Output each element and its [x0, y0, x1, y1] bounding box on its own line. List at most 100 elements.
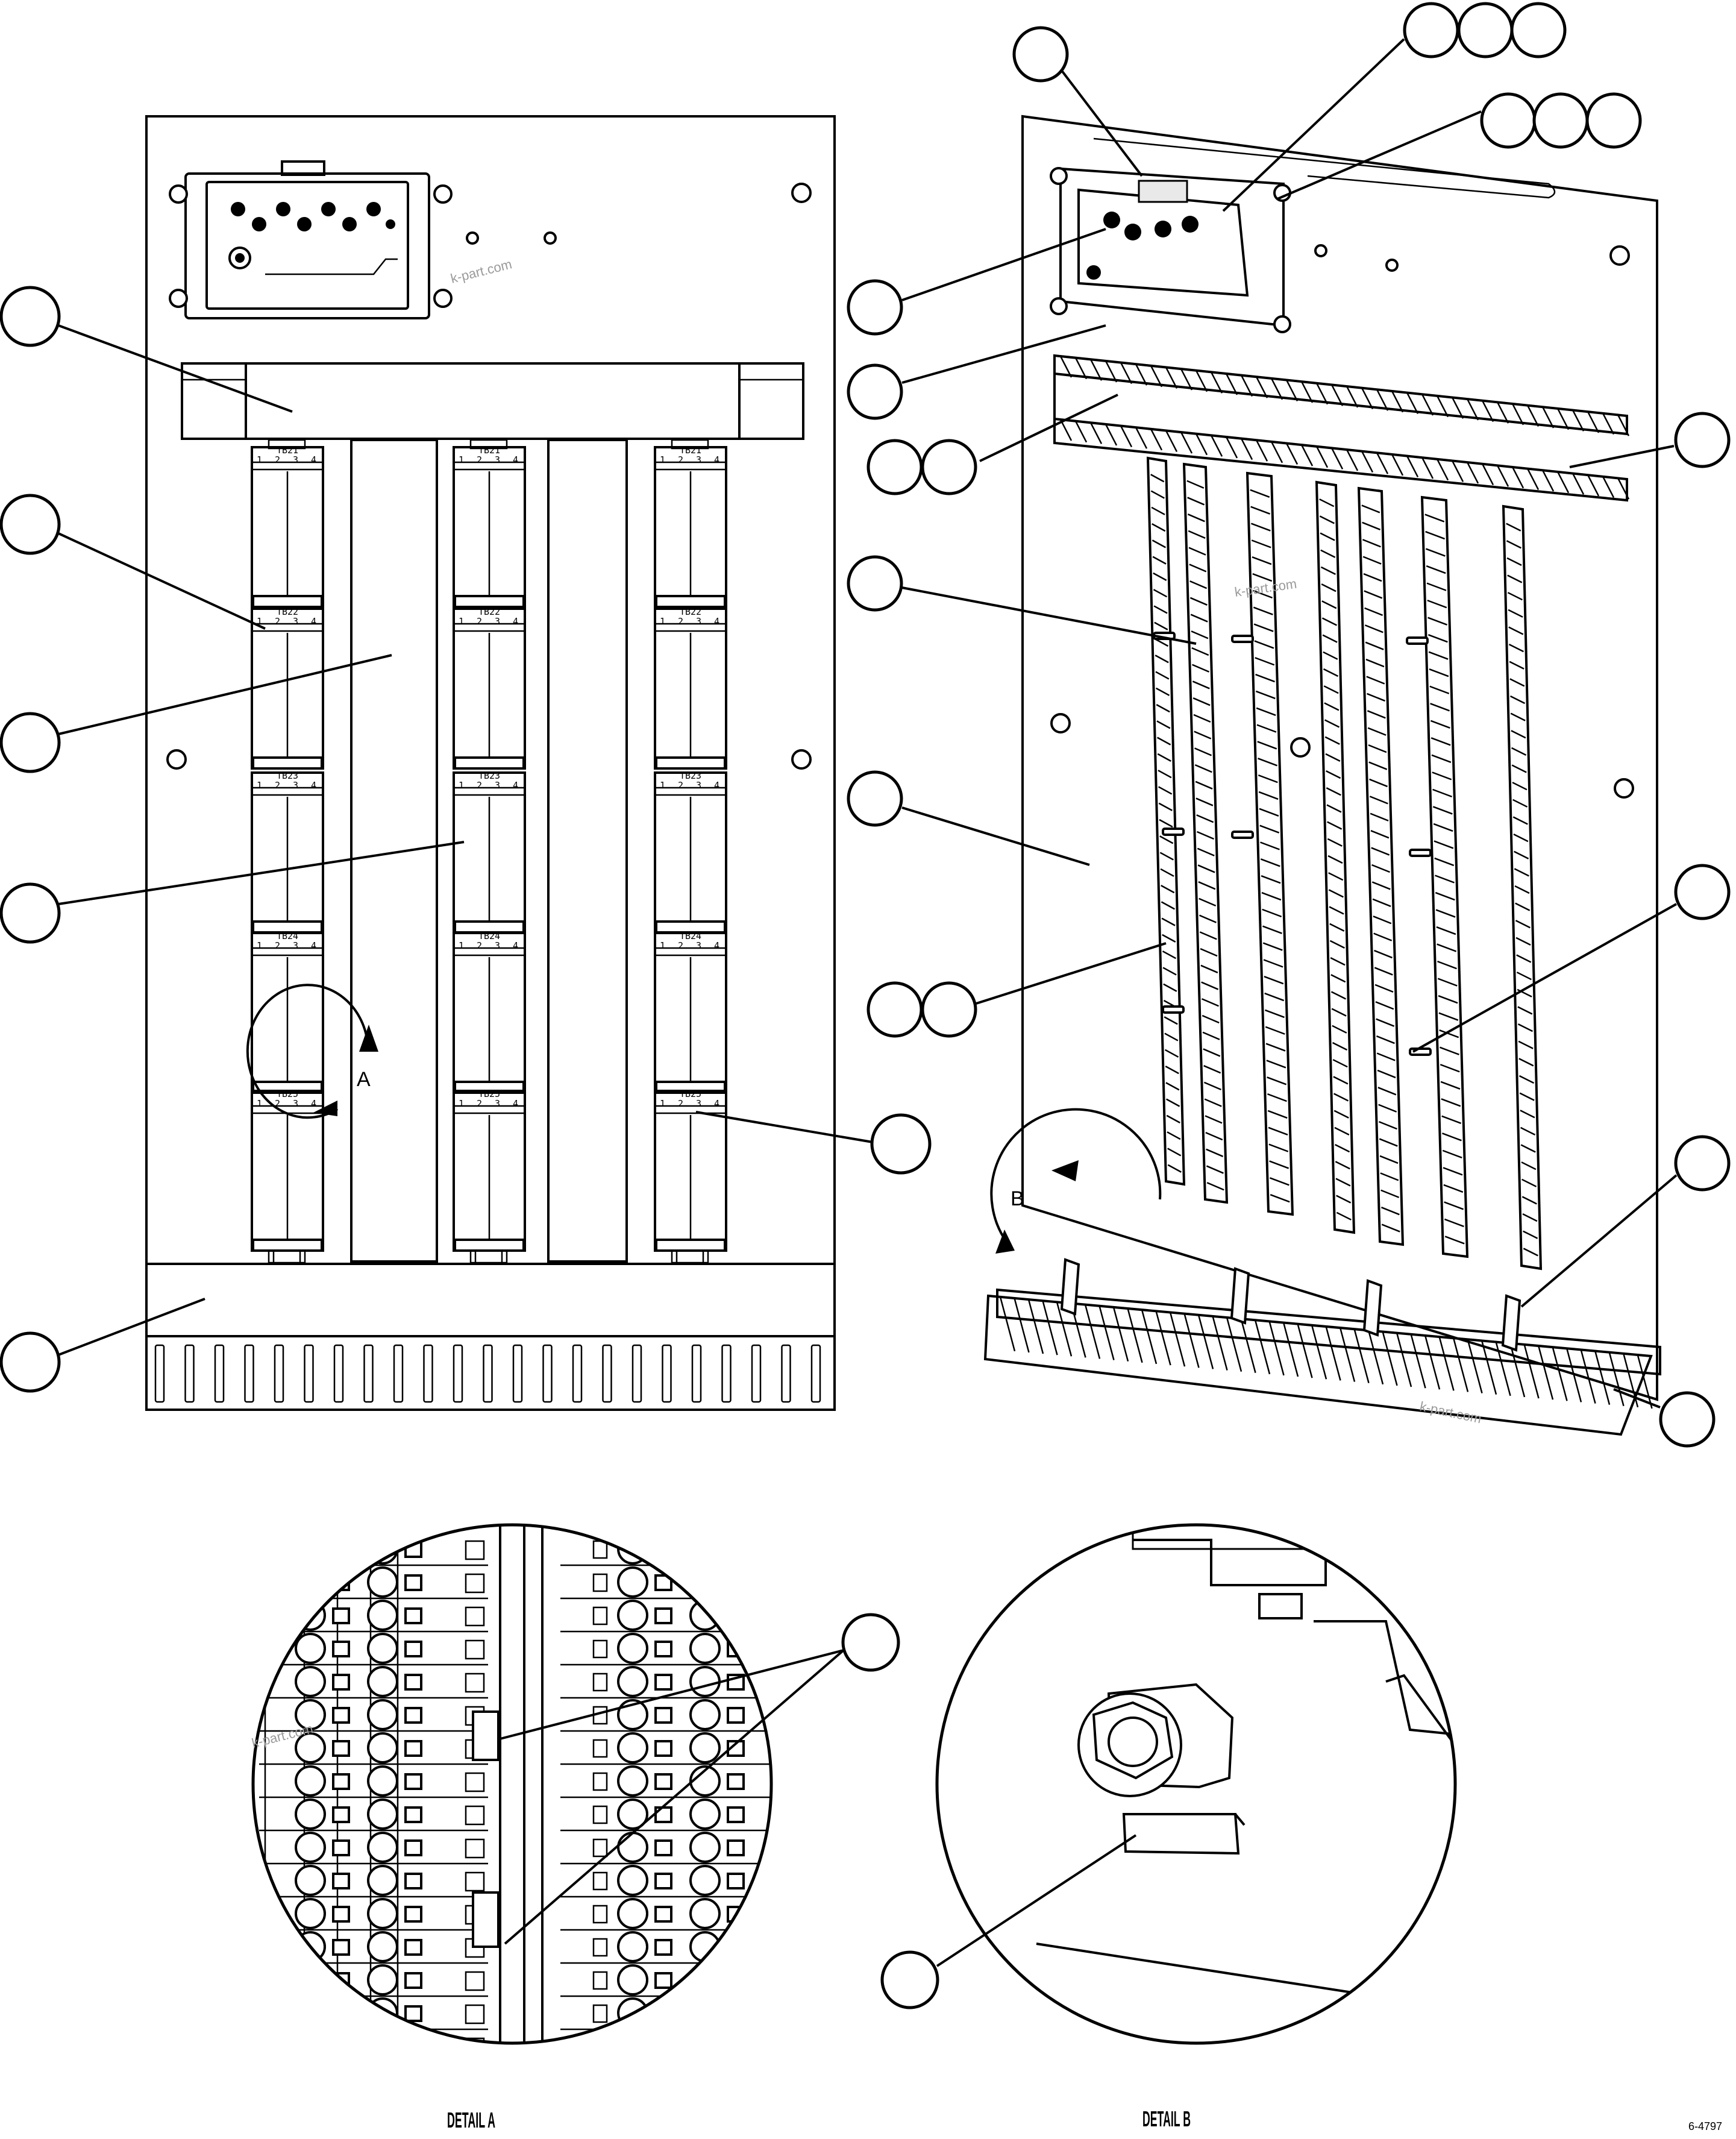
terminal-number: 2	[678, 1098, 683, 1109]
terminal-number: 4	[311, 940, 316, 951]
terminal-block-label: TB25	[277, 1088, 298, 1099]
view-rotation-arrow-a: A	[246, 984, 378, 1119]
callout-bubble	[0, 286, 61, 347]
bolt-nut	[1077, 1683, 1234, 1797]
terminal-number: 2	[678, 780, 683, 791]
terminal-number: 1	[257, 1098, 262, 1109]
isometric-panel-view: B	[983, 115, 1661, 1436]
terminal-number: 4	[513, 1098, 518, 1109]
din-rail-plate	[547, 439, 628, 1263]
terminal-number: 3	[495, 454, 500, 465]
terminal-number: 1	[660, 780, 665, 791]
terminal-number: 1	[459, 940, 464, 951]
terminal-number: 3	[696, 780, 701, 791]
terminal-number: 4	[513, 454, 518, 465]
view-rotation-arrow-b: B	[990, 1108, 1162, 1254]
terminal-number: 1	[459, 616, 464, 627]
terminal-number: 4	[714, 940, 719, 951]
callout-bubble	[1457, 2, 1514, 58]
terminal-number: 1	[257, 616, 262, 627]
callout-bubble	[921, 981, 977, 1038]
callout-bubble	[921, 439, 977, 495]
terminal-number: 2	[275, 940, 280, 951]
callout-bubble	[1510, 2, 1567, 58]
terminal-number: 3	[696, 1098, 701, 1109]
figure-number: 6-4797	[1688, 2120, 1722, 2132]
callout-bubble	[1532, 92, 1589, 149]
watermark: k-part.com	[449, 256, 513, 286]
callout-bubble	[1674, 412, 1731, 468]
terminal-number: 3	[696, 616, 701, 627]
din-rail-plate	[350, 439, 438, 1263]
terminal-number: 2	[275, 780, 280, 791]
terminal-number: 3	[495, 616, 500, 627]
left-callouts	[0, 286, 932, 1393]
terminal-number: 1	[459, 1098, 464, 1109]
callout-bubble	[1585, 92, 1642, 149]
lower-wire-duct	[145, 1263, 836, 1411]
terminal-number: 1	[257, 454, 262, 465]
callout-bubble	[1480, 92, 1537, 149]
terminal-number: 1	[459, 454, 464, 465]
terminal-number: 2	[477, 454, 482, 465]
terminal-number: 3	[495, 940, 500, 951]
detail-a-caption: DETAIL A	[447, 2108, 495, 2132]
terminal-block-label: TB23	[277, 770, 298, 781]
view-label-b: B	[1011, 1187, 1024, 1210]
terminal-block-label: TB21	[680, 445, 701, 456]
callout-bubble	[0, 712, 61, 773]
terminal-number: 2	[678, 940, 683, 951]
callout-bubble	[847, 555, 903, 612]
terminal-block-label: TB23	[680, 770, 701, 781]
callout-bubble	[1674, 864, 1731, 920]
network-module	[169, 160, 557, 319]
terminal-number: 4	[513, 940, 518, 951]
terminal-number: 4	[714, 454, 719, 465]
terminal-number: 4	[714, 1098, 719, 1109]
terminal-block-group: TB23 1 2 3 4	[654, 770, 727, 934]
terminal-number: 4	[714, 780, 719, 791]
terminal-block-label: TB22	[478, 606, 500, 617]
vertical-rail	[1502, 504, 1543, 1271]
terminal-number: 3	[495, 780, 500, 791]
terminal-number: 1	[459, 780, 464, 791]
terminal-number: 3	[293, 454, 298, 465]
view-label-a: A	[357, 1068, 371, 1091]
lower-wire-duct-iso	[983, 1258, 1661, 1436]
callout-bubble	[847, 363, 903, 420]
right-callouts	[847, 2, 1731, 1448]
callout-bubble	[1012, 26, 1069, 83]
detail-a: DETAIL A	[251, 1523, 900, 2132]
mounting-panel-iso	[1021, 115, 1658, 1401]
terminal-number: 2	[678, 454, 683, 465]
vertical-rail	[1246, 471, 1294, 1216]
terminal-number: 4	[513, 616, 518, 627]
terminal-number: 2	[275, 616, 280, 627]
network-module-iso	[1050, 167, 1291, 333]
terminal-number: 3	[293, 780, 298, 791]
callout-bubble	[866, 981, 923, 1038]
terminal-number: 4	[311, 780, 316, 791]
terminal-number: 2	[275, 1098, 280, 1109]
terminal-number: 2	[678, 616, 683, 627]
detail-b: DETAIL B	[880, 1523, 1457, 2131]
terminal-number: 2	[477, 616, 482, 627]
terminal-block-label: TB21	[277, 445, 298, 456]
terminal-number: 1	[660, 616, 665, 627]
terminal-block-label: TB25	[478, 1088, 500, 1099]
terminal-number: 2	[477, 940, 482, 951]
callout-bubble	[870, 1113, 932, 1175]
vertical-rail	[1420, 495, 1469, 1258]
